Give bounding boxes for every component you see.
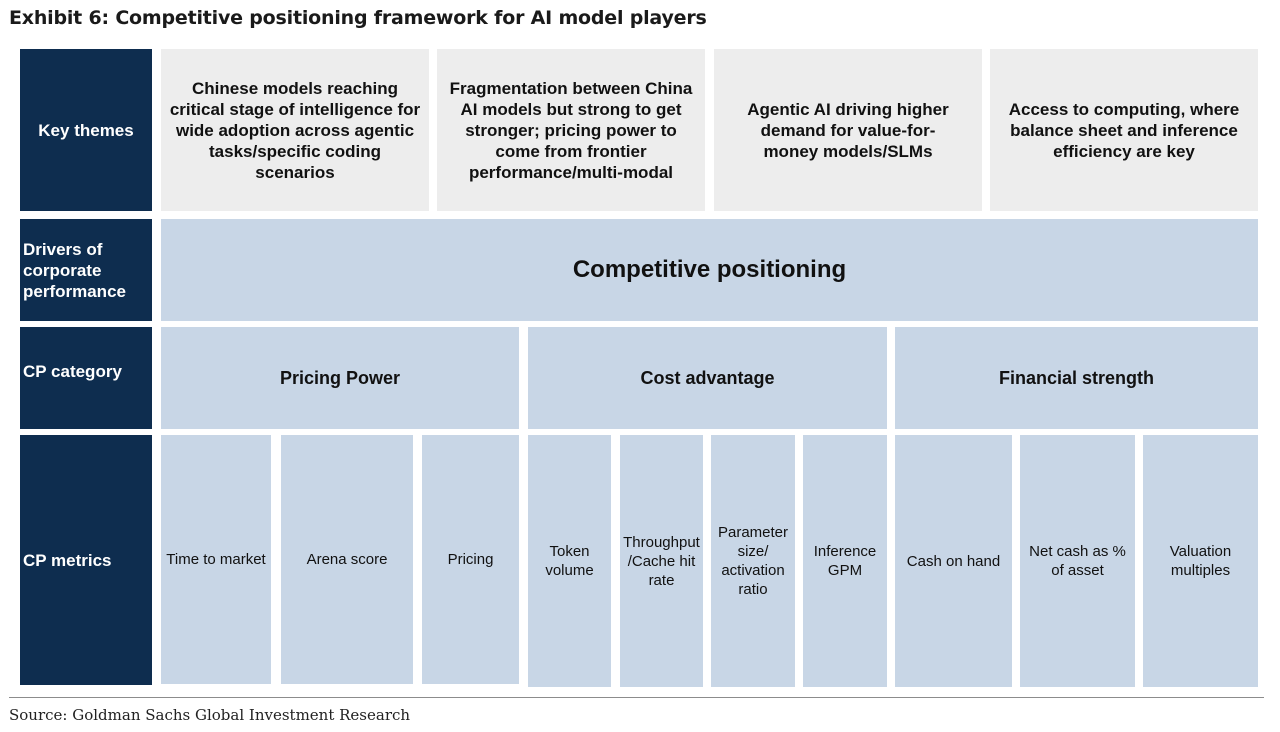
category-pricing-power: Pricing Power	[161, 327, 519, 429]
category-cost-advantage: Cost advantage	[528, 327, 887, 429]
metric-throughput-cache-hit-rate: Throughput /Cache hit rate	[620, 435, 703, 687]
exhibit-title: Exhibit 6: Competitive positioning frame…	[9, 7, 707, 29]
metric-valuation-multiples: Valuation multiples	[1143, 435, 1258, 687]
metric-net-cash-pct-asset: Net cash as % of asset	[1020, 435, 1135, 687]
footer-divider	[9, 697, 1264, 698]
category-financial-strength: Financial strength	[895, 327, 1258, 429]
row-label-drivers: Drivers of corporate performance	[20, 219, 152, 321]
metric-parameter-activation-ratio: Parameter size/ activation ratio	[711, 435, 795, 687]
metric-pricing: Pricing	[422, 435, 519, 684]
source-note: Source: Goldman Sachs Global Investment …	[9, 706, 411, 724]
metric-token-volume: Token volume	[528, 435, 611, 687]
metric-cash-on-hand: Cash on hand	[895, 435, 1012, 687]
metric-arena-score: Arena score	[281, 435, 413, 684]
theme-card: Access to computing, where balance sheet…	[990, 49, 1258, 211]
driver-competitive-positioning: Competitive positioning	[161, 219, 1258, 321]
metric-inference-gpm: Inference GPM	[803, 435, 887, 687]
row-label-cp-category: CP category	[20, 327, 152, 429]
metric-time-to-market: Time to market	[161, 435, 271, 684]
theme-card: Agentic AI driving higher demand for val…	[714, 49, 982, 211]
row-label-cp-metrics: CP metrics	[20, 435, 152, 685]
theme-card: Chinese models reaching critical stage o…	[161, 49, 429, 211]
row-label-key-themes: Key themes	[20, 49, 152, 211]
theme-card: Fragmentation between China AI models bu…	[437, 49, 705, 211]
